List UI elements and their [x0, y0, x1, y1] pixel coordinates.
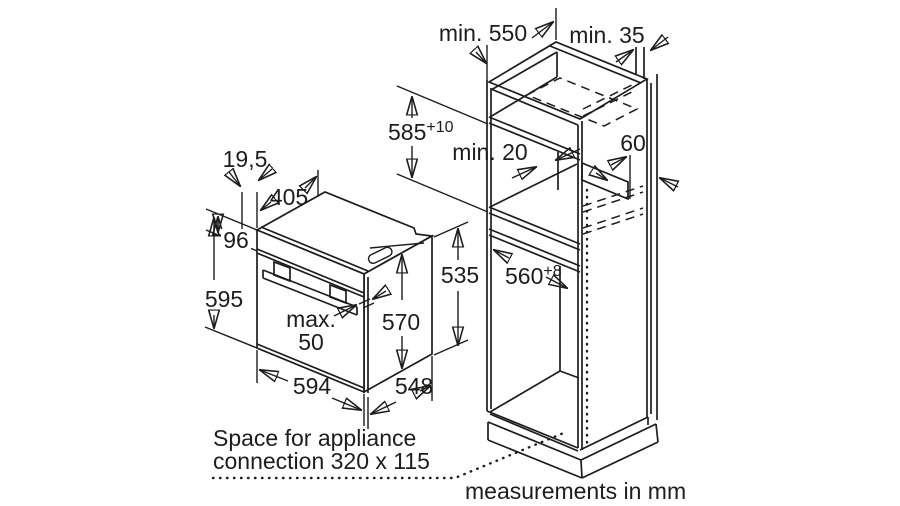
vent-cutout-label: 60 — [620, 130, 646, 156]
oven-drawing — [255, 191, 435, 394]
dimension-wall-gap: min. 35 — [569, 22, 668, 62]
body-height-label: 570 — [382, 309, 420, 335]
handle-clearance-label-1: max. — [286, 306, 336, 332]
dimension-niche-depth: 560+8 — [494, 250, 567, 289]
cabinet-depth-label: min. 550 — [439, 20, 527, 46]
oven-height-label: 595 — [205, 286, 243, 312]
niche-depth-label: 560+8 — [505, 263, 562, 289]
cabinet-drawing — [211, 41, 659, 480]
wall-gap-label: min. 35 — [569, 22, 644, 48]
handle-clearance-label-2: 50 — [298, 329, 324, 355]
rear-shelf-gap-label: min. 20 — [452, 139, 527, 165]
dimension-oven-width: 594 — [256, 350, 369, 429]
units-note: measurements in mm — [465, 478, 686, 504]
dimension-front-overhang: 19,5 — [223, 146, 272, 229]
dimension-back-height: 535 — [433, 221, 479, 356]
dimension-rear-shelf-gap: min. 20 — [452, 139, 581, 178]
dimension-body-height: 570 — [369, 242, 425, 368]
dimension-niche-height: 585+10 — [388, 85, 489, 213]
dimension-oven-depth: 548 — [371, 356, 433, 414]
connection-note: Space for appliance connection 320 x 115 — [213, 425, 430, 474]
back-height-label: 535 — [441, 262, 479, 288]
connection-note-line1: Space for appliance — [213, 425, 416, 451]
panel-height-label: 96 — [223, 227, 249, 253]
dimension-vent-cutout: 60 — [611, 130, 678, 199]
connection-note-line2: connection 320 x 115 — [213, 448, 430, 474]
dimension-handle-clearance: max. 50 — [286, 291, 386, 355]
dimension-cabinet-depth: min. 550 — [439, 8, 557, 80]
front-overhang-label: 19,5 — [223, 146, 268, 172]
hidden-edges — [525, 77, 644, 235]
dimension-oven-height: 595 — [204, 218, 258, 349]
top-depth-label: 405 — [270, 184, 308, 210]
oven-depth-label: 548 — [395, 373, 433, 399]
connection-space-dotted-line — [211, 188, 589, 480]
vent-cutout-hatch — [581, 161, 629, 201]
niche-height-label: 585+10 — [388, 119, 454, 145]
side-grip-cutout — [367, 246, 393, 265]
dimension-top-depth: 405 — [261, 170, 319, 210]
oven-width-label: 594 — [293, 373, 332, 399]
